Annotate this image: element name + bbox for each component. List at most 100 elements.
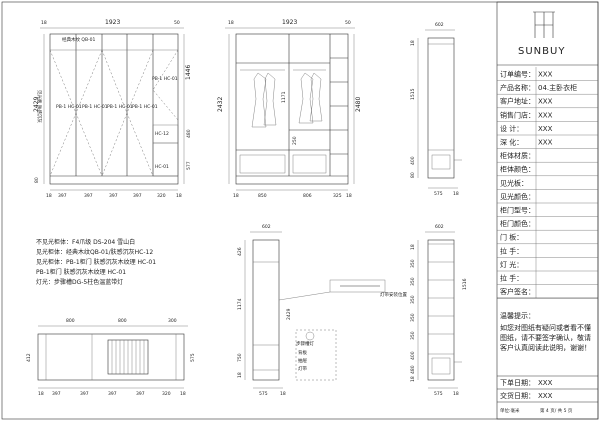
interior-height-mid2: 250 — [292, 136, 298, 145]
title-row-value: 04.主卧衣柜 — [538, 83, 577, 92]
title-row-label: 柜门型号： — [500, 206, 535, 215]
front-bottom-1: 397 — [58, 193, 67, 199]
front-bottom-4: 397 — [133, 193, 142, 199]
title-block: SUNBUY 订单编号：XXX产品名称：04.主卧衣柜客户地址：XXX销售门店：… — [496, 1, 599, 420]
interior-top-right: 50 — [345, 20, 351, 26]
section-callout-label: 灯带安装位置 — [380, 291, 407, 298]
section-detail-title: 步骤槽灯 — [296, 340, 314, 347]
sideb-h7: 480 — [410, 365, 416, 374]
side-top-h1: 1515 — [410, 88, 416, 100]
section-view-mid: 602 426 1174 750 18 2429 575 18 灯带安装位置 步… — [237, 224, 407, 397]
sideb-h8: 18 — [410, 376, 416, 382]
section-h2: 750 — [237, 353, 243, 362]
drawer2-label: HC-01 — [155, 164, 169, 170]
title-row-value: XXX — [538, 139, 553, 147]
title-row-value: XXX — [538, 111, 553, 119]
interior-height-mid: 1171 — [281, 91, 287, 103]
plan-width-1: 800 — [118, 318, 127, 324]
sideb-bottom-0: 575 — [434, 391, 443, 397]
interior-view: 1923 18 50 2432 1171 250 2480 — [217, 19, 362, 199]
notice-line-1: 图纸，请不要签字确认，敬请 — [500, 333, 591, 342]
note-line-3: PB-1柜门 肤感沉灰木纹理 HC-01 — [36, 268, 126, 276]
front-height-left: 2429 — [33, 97, 40, 112]
side-top-width: 602 — [435, 22, 444, 28]
section-height-right: 2429 — [286, 308, 292, 320]
door-label-2: PB-1 HC-01 — [82, 104, 108, 110]
front-base: 80 — [34, 177, 40, 183]
title-row-label: 拉 手： — [500, 246, 523, 255]
note-line-4: 灯光：步骤槽DG-5柱色温蓝带灯 — [36, 278, 123, 286]
title-row-label: 深 化： — [500, 138, 523, 147]
plan-depth-1: 575 — [190, 353, 196, 362]
front-top-label: 经典木纹 QB-01 — [62, 36, 96, 43]
note-line-1: 见光柜体：经典木纹QB-01/肤感沉灰HC-12 — [36, 248, 153, 256]
order-date-label: 下单日期： — [500, 378, 535, 387]
side-view-bottom: 602 18 350 350 350 350 350 400 480 18 15… — [410, 224, 468, 397]
interior-carcass — [235, 33, 349, 185]
front-height-right2: 480 — [186, 129, 192, 138]
interior-bottom-4: 18 — [346, 193, 352, 199]
plan-width-2: 300 — [168, 318, 177, 324]
order-date-value: XXX — [538, 379, 553, 387]
notice-line-2: 客户认真阅读此说明，谢谢！ — [500, 343, 591, 352]
plan-depth-0: 412 — [26, 353, 32, 362]
plan-bottom-1: 397 — [52, 391, 61, 397]
title-row-label: 见光颜色： — [500, 192, 535, 201]
interior-height-right: 2480 — [355, 97, 362, 112]
side-top-dim-top: 18 — [410, 40, 416, 46]
sunbuy-logo-icon — [533, 11, 555, 38]
front-bottom-3: 397 — [109, 193, 118, 199]
plan-bottom-0: 18 — [38, 391, 44, 397]
plan-bottom-3: 397 — [108, 391, 117, 397]
section-bottom-1: 18 — [280, 391, 286, 397]
front-height-right3: 577 — [186, 161, 192, 170]
section-detail-3: 灯带 — [298, 365, 307, 372]
title-row-label: 门 板： — [500, 233, 523, 242]
plan-outline — [37, 333, 185, 381]
section-h3: 18 — [237, 372, 243, 378]
section-detail-2: 抽屉 — [298, 357, 307, 364]
notice-title: 温馨提示： — [500, 311, 535, 320]
title-row-label: 灯 光： — [500, 260, 523, 269]
front-height-right: 1446 — [185, 65, 192, 80]
interior-bottom-3: 325 — [333, 193, 342, 199]
side-top-h2: 400 — [410, 156, 416, 165]
front-carcass — [49, 33, 179, 185]
sideb-h3: 350 — [410, 295, 416, 304]
sideb-bottom-1: 18 — [453, 391, 459, 397]
section-carcass — [252, 239, 280, 381]
title-row-value: XXX — [538, 71, 553, 79]
front-overall-width: 1923 — [105, 19, 120, 26]
door-label-4: PB-1 HC-01 — [132, 104, 158, 110]
title-row-label: 见光板： — [500, 178, 528, 187]
sideb-h2: 350 — [410, 277, 416, 286]
footer-page: 第 4 页/ 共 5 页 — [540, 407, 573, 414]
plan-width-0: 800 — [66, 318, 75, 324]
front-top-offset-left: 18 — [41, 20, 47, 26]
title-block-frame — [496, 1, 599, 420]
title-row-label: 产品名称： — [500, 83, 535, 92]
delivery-date-label: 交货日期： — [500, 391, 535, 400]
sideb-h0: 18 — [410, 244, 416, 250]
side-top-bottom-1: 18 — [453, 191, 459, 197]
title-row-label: 柜门颜色： — [500, 219, 535, 228]
plan-bottom-4: 397 — [136, 391, 145, 397]
side-top-bottom-0: 575 — [434, 191, 443, 197]
sideb-h6: 400 — [410, 351, 416, 360]
front-bottom-5: 320 — [157, 193, 166, 199]
title-row-value: XXX — [538, 125, 553, 133]
title-row-label: 订单编号： — [500, 70, 535, 79]
interior-bottom-0: 18 — [233, 193, 239, 199]
drawer-label: HC-12 — [155, 131, 169, 137]
footer-unit: 单位:毫米 — [500, 407, 520, 414]
title-row-label: 拉 手： — [500, 274, 523, 283]
interior-overall-width: 1923 — [282, 19, 297, 26]
section-bottom-0: 575 — [259, 391, 268, 397]
sideb-carcass — [427, 239, 455, 381]
door-label-1: PB-1 HC-01 — [56, 104, 82, 110]
sideb-h1: 350 — [410, 259, 416, 268]
section-detail-1: 背板 — [298, 349, 307, 356]
front-bottom-2: 397 — [84, 193, 93, 199]
